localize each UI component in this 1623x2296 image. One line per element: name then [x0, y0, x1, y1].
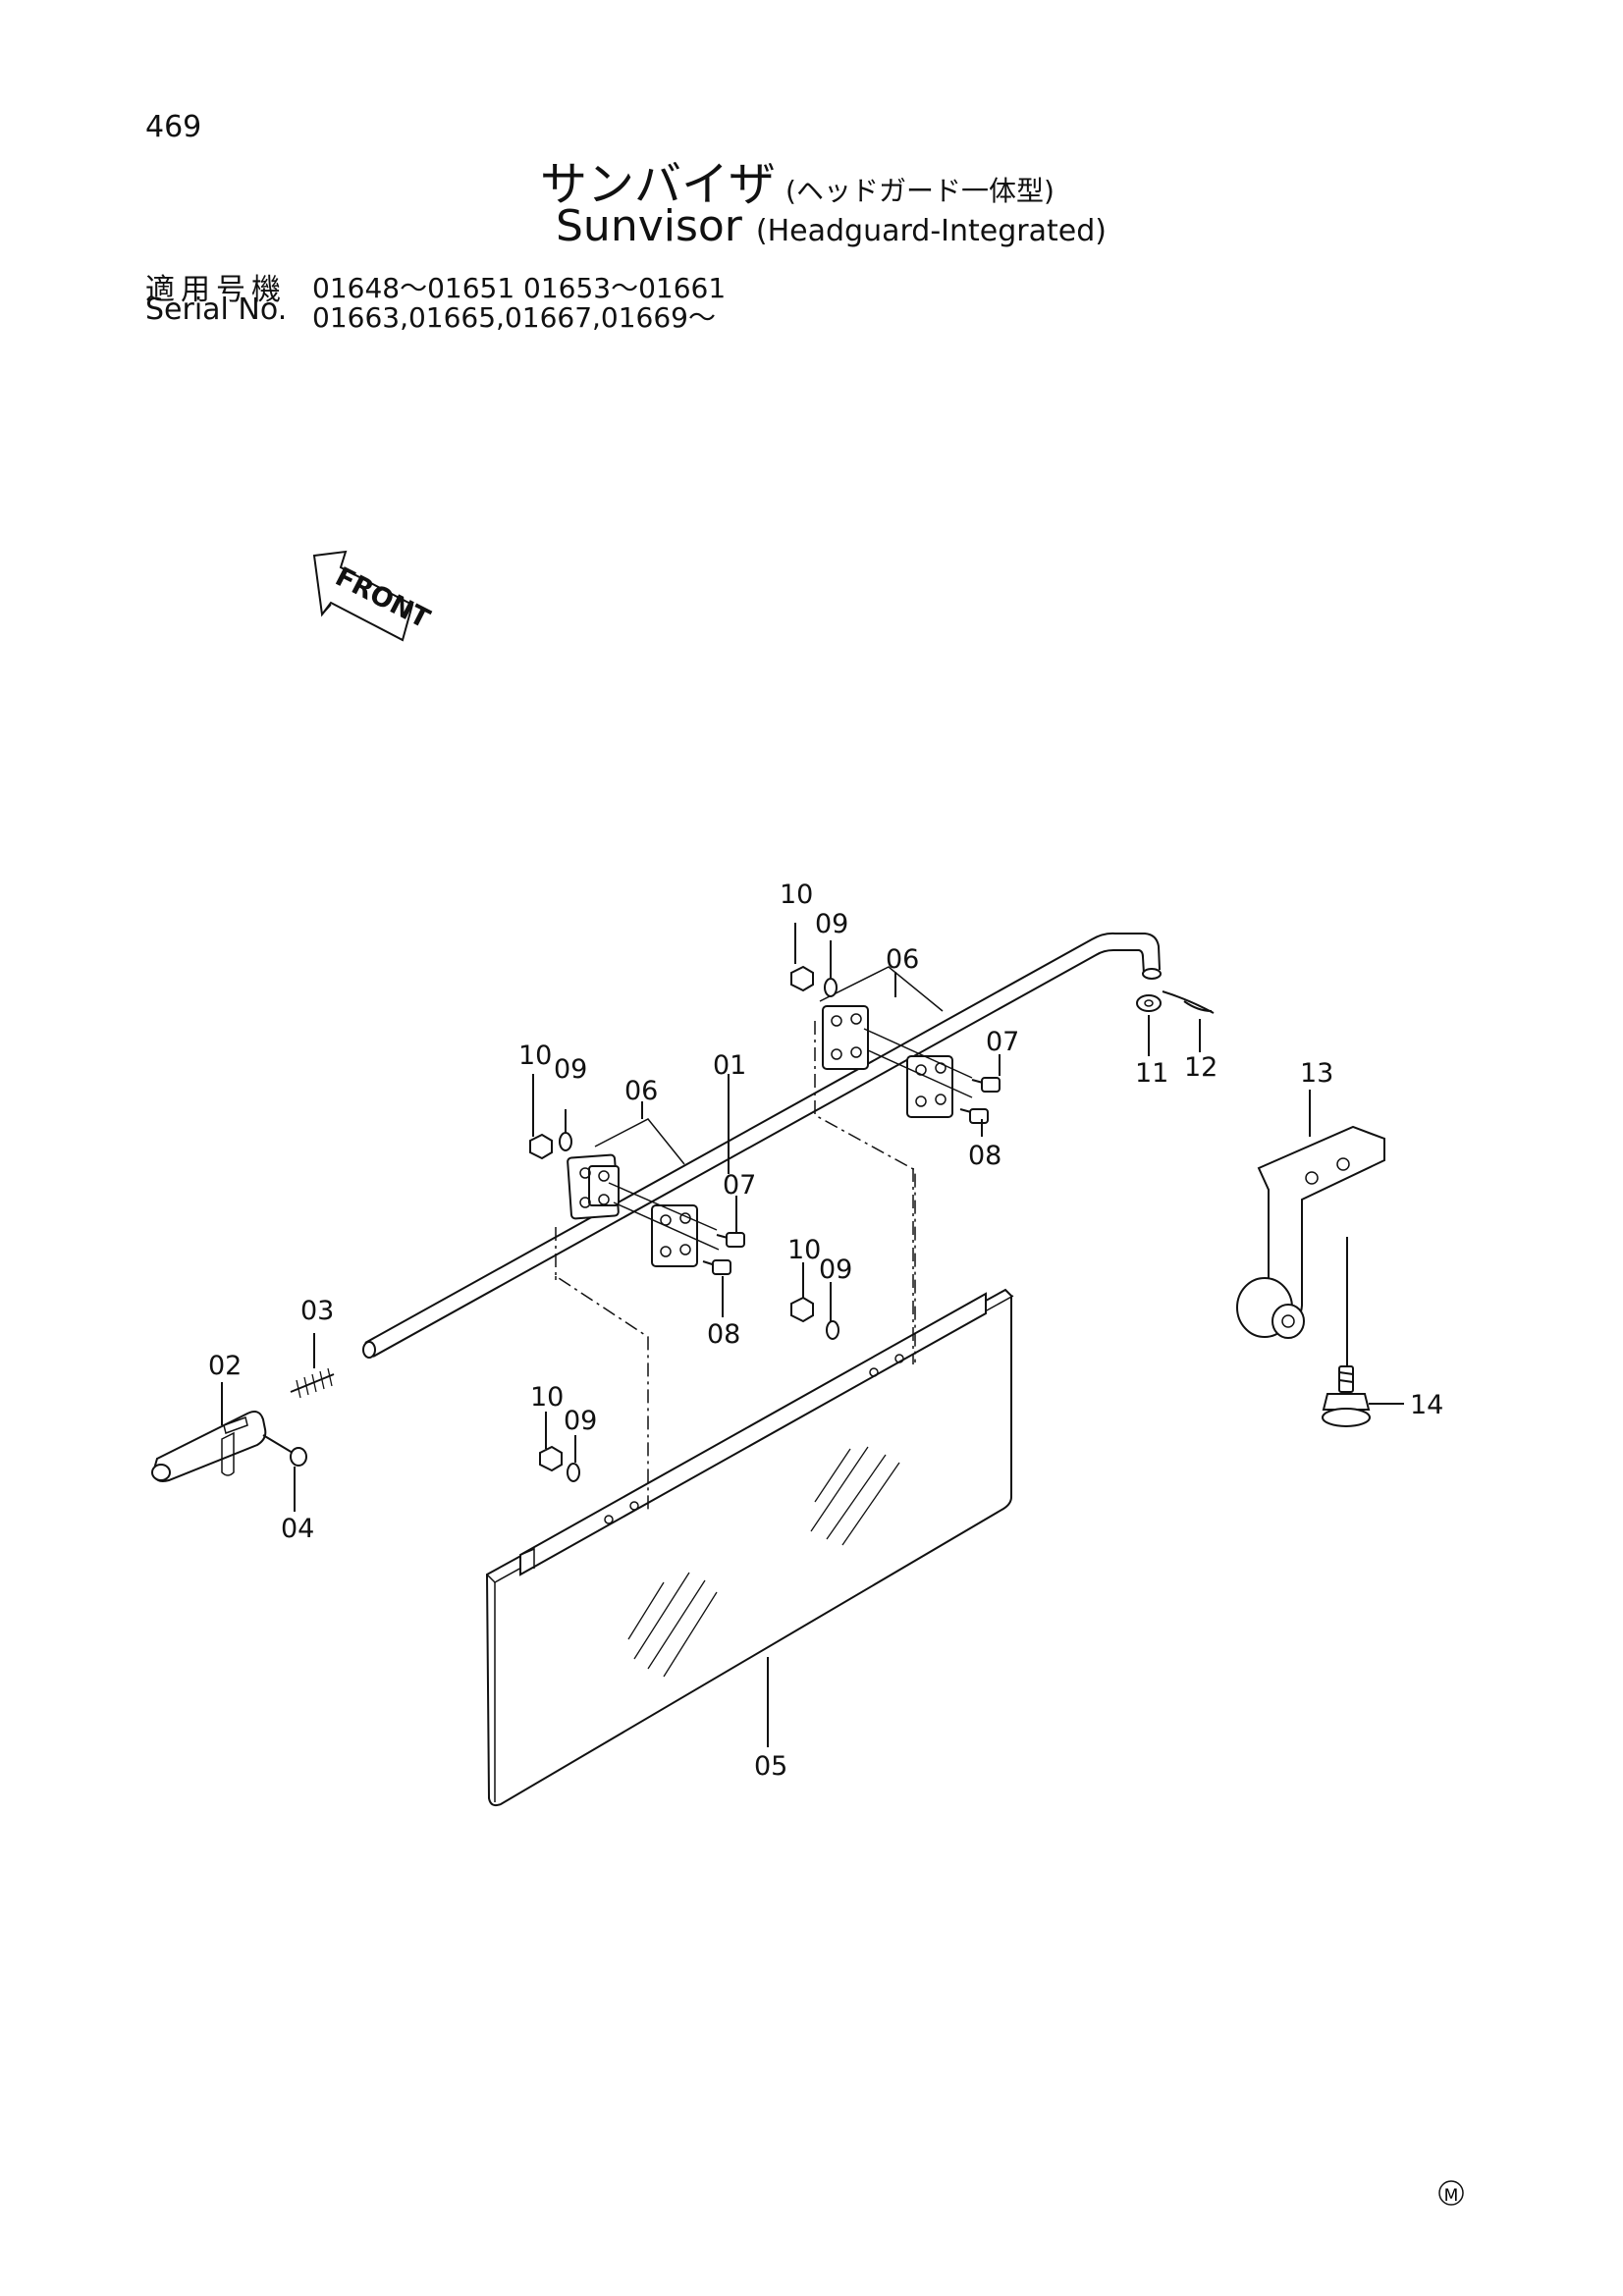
- left-hinge-assembly: [567, 1118, 720, 1267]
- sunvisor-panel: [485, 1288, 1014, 1807]
- callout-01: 01: [713, 1050, 746, 1081]
- nut-10-c: [790, 1296, 814, 1323]
- callout-09: 09: [554, 1054, 587, 1085]
- bolt-07-left: [726, 1232, 745, 1248]
- title-japanese: サンバイザ(ヘッドガード一体型): [540, 145, 1055, 214]
- nut-10-d: [539, 1445, 563, 1472]
- callout-numbers: 10 09 06 07 08 11 12 13 14 10 09 06 01 0…: [208, 880, 1443, 1782]
- callout-06: 06: [886, 944, 919, 975]
- callout-05: 05: [754, 1751, 787, 1782]
- callout-04: 04: [281, 1514, 314, 1544]
- bolts: [702, 1077, 1001, 1275]
- clip-12: [1162, 990, 1215, 1014]
- callout-08: 08: [707, 1319, 740, 1350]
- callout-10: 10: [530, 1382, 564, 1413]
- footer-mark-icon: M: [1438, 2180, 1464, 2206]
- bolt-08-right: [969, 1108, 989, 1124]
- title-japanese-subtitle: (ヘッドガード一体型): [785, 175, 1055, 207]
- bolt-07-right: [981, 1077, 1001, 1093]
- front-arrow-icon: FRONT: [312, 550, 435, 642]
- rod-assembly: [362, 932, 1162, 1359]
- footer-mark-label: M: [1444, 2186, 1459, 2206]
- callout-07: 07: [986, 1027, 1019, 1057]
- callout-11: 11: [1135, 1058, 1168, 1089]
- callout-09: 09: [819, 1255, 852, 1285]
- callout-09: 09: [564, 1406, 597, 1436]
- callout-02: 02: [208, 1351, 242, 1381]
- spring-03: [290, 1373, 335, 1393]
- leader-lines: [221, 923, 1404, 1747]
- bracket-13: [1236, 1125, 1385, 1339]
- washer-09-b: [824, 978, 838, 997]
- serial-range-line-1: 01648～01651 01653～01661: [312, 272, 727, 304]
- washer-09-c: [826, 1320, 839, 1340]
- callout-08: 08: [968, 1141, 1001, 1171]
- title-english-main: Sunvisor: [556, 201, 742, 251]
- nuts-and-washers: [529, 965, 839, 1482]
- serial-label-english: Serial No.: [145, 293, 288, 327]
- washer-09-a: [559, 1132, 572, 1151]
- callout-03: 03: [300, 1296, 334, 1326]
- bolt-14: [1322, 1365, 1371, 1427]
- title-english-subtitle: (Headguard-Integrated): [755, 214, 1107, 248]
- callout-10: 10: [787, 1235, 821, 1265]
- callout-14: 14: [1410, 1390, 1443, 1420]
- callout-07: 07: [723, 1170, 756, 1201]
- callout-06: 06: [624, 1076, 658, 1106]
- callout-09: 09: [815, 909, 848, 939]
- screw-04: [262, 1434, 307, 1467]
- serial-range-line-2: 01663,01665,01667,01669～: [312, 301, 716, 334]
- title-japanese-main: サンバイザ: [540, 157, 777, 212]
- title-english: Sunvisor (Headguard-Integrated): [556, 201, 1107, 251]
- pin-02: [151, 1411, 267, 1482]
- alignment-lines: [555, 1021, 916, 1512]
- washer-11: [1136, 994, 1162, 1012]
- callout-10: 10: [518, 1041, 552, 1071]
- serial-label-japanese: 適用号機: [145, 273, 287, 307]
- callout-10: 10: [780, 880, 813, 910]
- washer-09-d: [567, 1463, 580, 1482]
- right-hinge-assembly: [819, 966, 973, 1118]
- nut-10-b: [790, 965, 814, 992]
- bolt-08-left: [712, 1259, 731, 1275]
- nut-10-a: [529, 1133, 553, 1160]
- spring-03-coils: [296, 1367, 333, 1399]
- page-number: 469: [145, 110, 202, 144]
- callout-12: 12: [1184, 1052, 1217, 1083]
- callout-13: 13: [1300, 1058, 1333, 1089]
